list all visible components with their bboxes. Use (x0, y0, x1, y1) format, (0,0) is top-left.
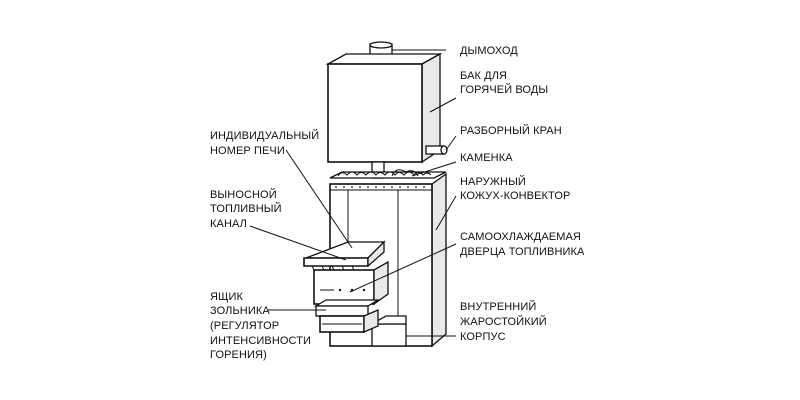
label-channel-line2: ТОПЛИВНЫЙ (210, 202, 282, 215)
label-casing-line2: КОЖУХ-КОНВЕКТОР (460, 190, 570, 202)
leader-lines (249, 49, 457, 337)
label-inner-line1: ВНУТРЕННИЙ (460, 300, 536, 313)
label-ash-line5: ГОРЕНИЯ) (210, 349, 267, 361)
label-ash-line2: ЗОЛЬНИКА (210, 305, 270, 317)
label-ash-line4: ИНТЕНСИВНОСТИ (210, 335, 311, 347)
casing-rivets (335, 186, 425, 188)
ash-box (313, 299, 381, 333)
labels-right: ДЫМОХОД БАК ДЛЯ ГОРЯЧЕЙ ВОДЫ РАЗБОРНЫЙ К… (460, 45, 585, 343)
fuel-channel (303, 240, 386, 271)
label-chimney: ДЫМОХОД (460, 45, 518, 57)
inner-body (369, 315, 407, 347)
label-door-line2: ДВЕРЦА ТОПЛИВНИКА (460, 246, 585, 258)
labels-left: ИНДИВИДУАЛЬНЫЙ НОМЕР ПЕЧИ ВЫНОСНОЙ ТОПЛИ… (210, 129, 319, 361)
label-ash-line3: (РЕГУЛЯТОР (210, 320, 279, 332)
label-number-line1: ИНДИВИДУАЛЬНЫЙ (210, 129, 319, 142)
label-channel-line3: КАНАЛ (210, 218, 247, 230)
label-number-line2: НОМЕР ПЕЧИ (210, 145, 285, 157)
label-inner-line3: КОРПУС (460, 331, 506, 343)
stones-heater-top (329, 169, 447, 179)
label-tank-line2: ГОРЯЧЕЙ ВОДЫ (460, 83, 548, 96)
label-door-line1: САМООХЛАЖДАЕМАЯ (460, 231, 581, 243)
label-ash-line1: ЯЩИК (210, 291, 243, 303)
label-tank-line1: БАК ДЛЯ (460, 70, 507, 82)
label-casing-line1: НАРУЖНЫЙ (460, 175, 526, 188)
label-channel-line1: ВЫНОСНОЙ (210, 188, 277, 201)
hot-water-tank (325, 52, 443, 164)
label-tap: РАЗБОРНЫЙ КРАН (460, 124, 562, 137)
water-tap (425, 145, 448, 155)
label-stones: КАМЕНКА (460, 152, 513, 164)
label-inner-line2: ЖАРОСТОЙКИЙ (460, 315, 547, 328)
